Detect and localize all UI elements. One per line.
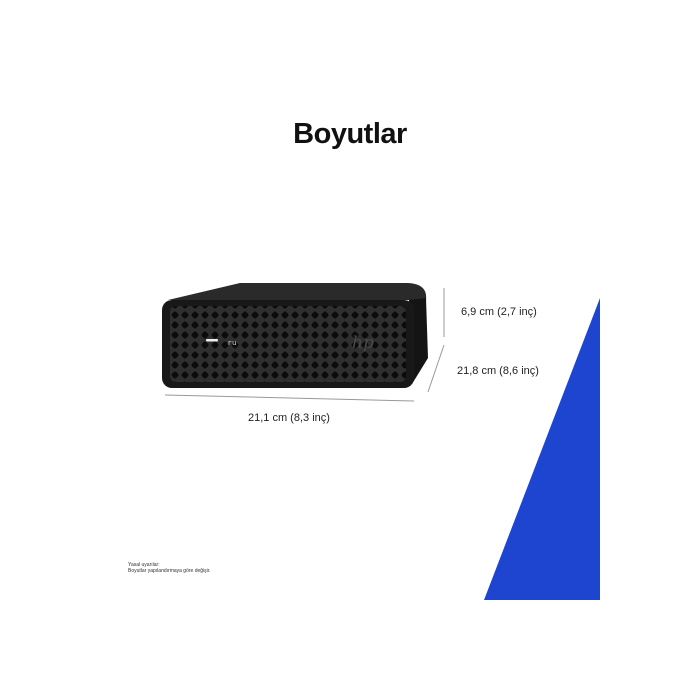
height-label: 6,9 cm (2,7 inç)	[461, 306, 537, 318]
device-grille	[170, 306, 406, 382]
disclaimer-heading: Yasal uyarılar:	[128, 562, 160, 568]
width-label: 21,1 cm (8,3 inç)	[248, 412, 330, 424]
device-top-surface	[168, 283, 427, 300]
hp-logo-icon: hp	[352, 333, 374, 353]
page-title: Boyutlar	[293, 118, 407, 150]
disclaimer-text: Boyutlar yapılandırmaya göre değişir.	[128, 568, 211, 574]
port-symbol-icon: ᴦu	[228, 339, 237, 347]
depth-dimension-line	[427, 344, 445, 393]
depth-label: 21,8 cm (8,6 inç)	[457, 365, 539, 377]
width-dimension-line	[164, 394, 415, 402]
disclaimer: Yasal uyarılar: Boyutlar yapılandırmaya …	[128, 562, 211, 574]
mini-pc-illustration: ᴦu hp	[162, 283, 428, 388]
power-indicator-icon	[206, 339, 218, 342]
